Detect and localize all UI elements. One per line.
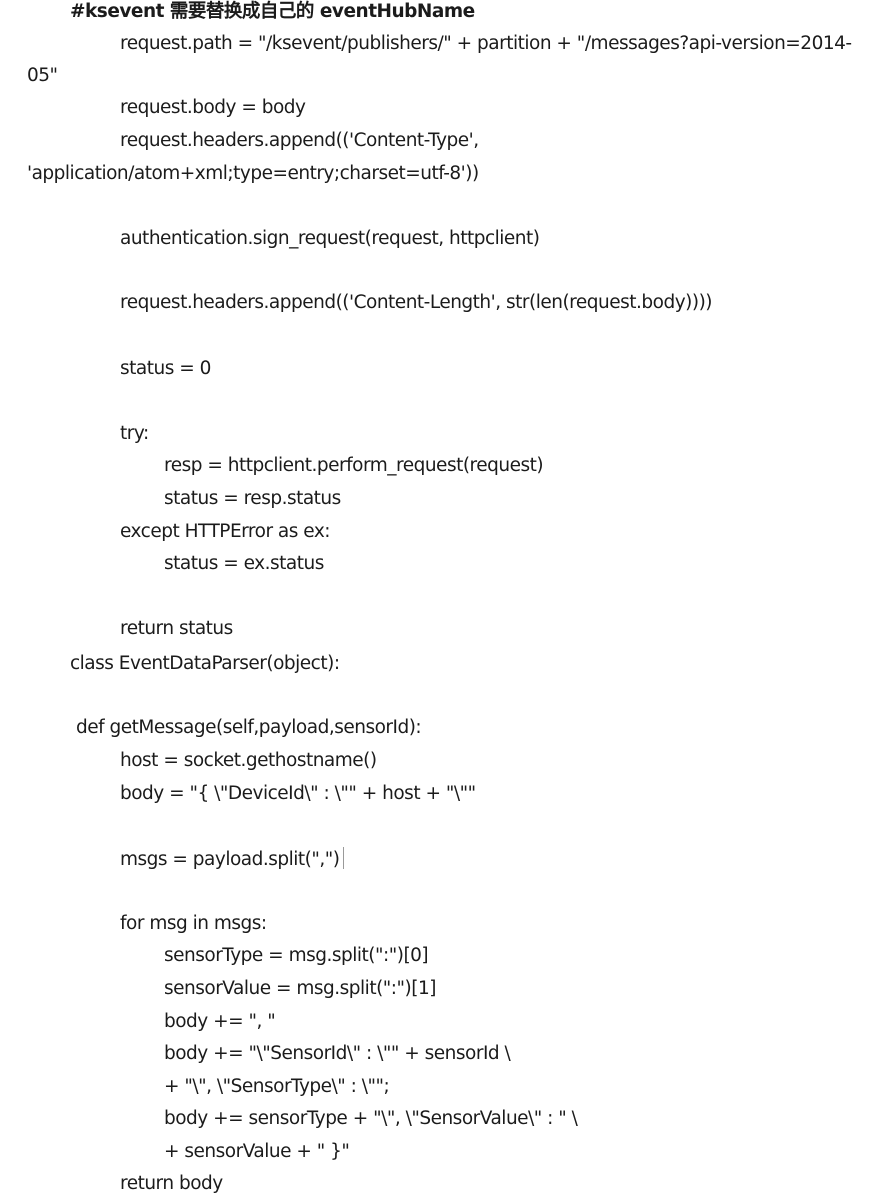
code-line: except HTTPError as ex: [120, 521, 331, 542]
code-line: def getMessage(self,payload,sensorId): [76, 717, 422, 738]
code-line: body += ", " [164, 1011, 276, 1032]
code-line: request.path = "/ksevent/publishers/" + … [120, 33, 852, 54]
code-line: resp = httpclient.perform_request(reques… [164, 455, 544, 476]
code-line: 'application/atom+xml;type=entry;charset… [27, 163, 479, 184]
code-line: body += sensorType + "\", \"SensorValue\… [164, 1108, 578, 1129]
code-line: request.headers.append(('Content-Length'… [120, 292, 713, 313]
code-line: return status [120, 618, 233, 639]
code-line: + "\", \"SensorType\" : \""; [164, 1076, 390, 1097]
code-line: + sensorValue + " }" [164, 1141, 350, 1162]
code-line: sensorValue = msg.split(":")[1] [164, 978, 436, 999]
code-line: status = 0 [120, 358, 211, 379]
code-line: body = "{ \"DeviceId\" : \"" + host + "\… [120, 783, 476, 804]
code-line: body += "\"SensorId\" : \"" + sensorId \ [164, 1043, 511, 1064]
code-line: status = resp.status [164, 488, 341, 509]
code-line: status = ex.status [164, 553, 324, 574]
code-line-text: msgs = payload.split(",") [120, 849, 340, 870]
code-line: request.headers.append(('Content-Type', [120, 130, 479, 151]
text-cursor [342, 847, 344, 869]
code-line: sensorType = msg.split(":")[0] [164, 945, 429, 966]
code-line: 05" [27, 65, 58, 86]
code-line: return body [120, 1173, 223, 1194]
code-line: authentication.sign_request(request, htt… [120, 228, 540, 249]
code-line: request.body = body [120, 97, 306, 118]
code-line: try: [120, 423, 149, 444]
code-line-with-caret[interactable]: msgs = payload.split(",") [120, 847, 344, 872]
comment-line: #ksevent 需要替换成自己的 eventHubName [70, 1, 475, 22]
code-line: class EventDataParser(object): [70, 653, 340, 674]
code-line: for msg in msgs: [120, 913, 267, 934]
code-line: host = socket.gethostname() [120, 750, 377, 771]
